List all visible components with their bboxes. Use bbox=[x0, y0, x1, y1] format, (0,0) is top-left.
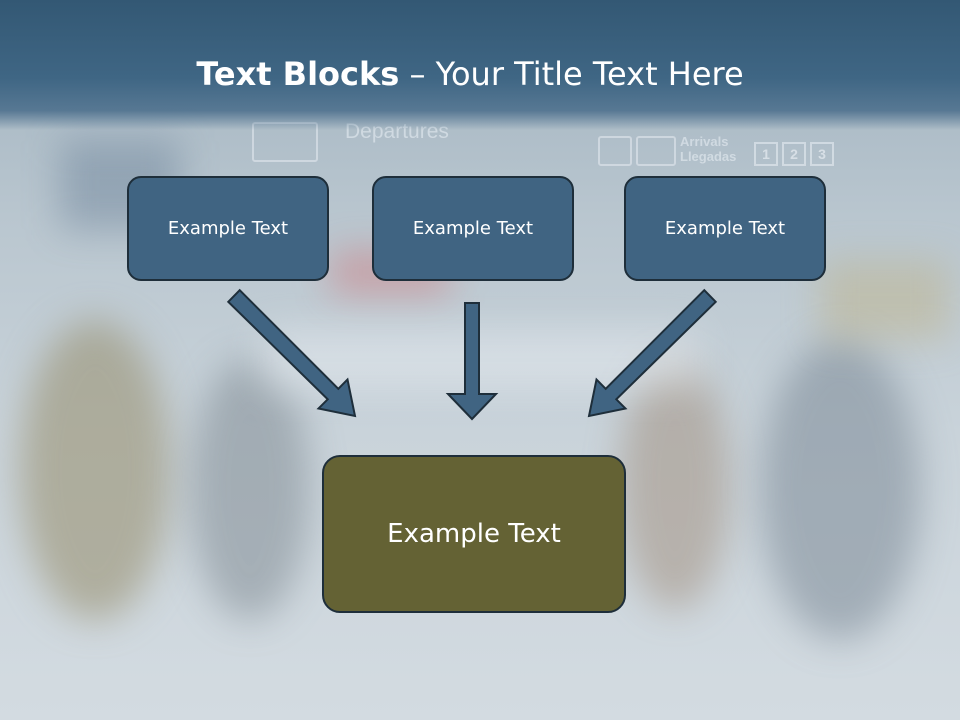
arrow-right-diagonal[interactable] bbox=[587, 288, 718, 418]
title-bold: Text Blocks bbox=[196, 55, 400, 93]
result-text-block[interactable]: Example Text bbox=[322, 455, 626, 613]
text-block-2[interactable]: Example Text bbox=[372, 176, 574, 281]
background-figure bbox=[20, 320, 170, 620]
text-block-label: Example Text bbox=[412, 218, 534, 239]
gate-sign: 2 bbox=[782, 142, 806, 166]
title-rest: – Your Title Text Here bbox=[399, 55, 744, 93]
background-figure bbox=[760, 340, 920, 640]
arrivals-sign-text: Arrivals bbox=[680, 134, 729, 149]
arrow-sign-icon bbox=[598, 136, 632, 166]
title-bar: Text Blocks – Your Title Text Here bbox=[0, 0, 960, 130]
background-figure bbox=[190, 360, 310, 620]
text-block-3[interactable]: Example Text bbox=[624, 176, 826, 281]
gate-sign: 1 bbox=[754, 142, 778, 166]
arrow-left-diagonal[interactable] bbox=[226, 288, 357, 418]
airplane-sign-icon bbox=[636, 136, 676, 166]
arrivals-sign: Arrivals Llegadas bbox=[680, 134, 736, 164]
llegadas-sign-text: Llegadas bbox=[680, 149, 737, 164]
background-light bbox=[820, 260, 950, 340]
result-block-label: Example Text bbox=[387, 519, 561, 549]
text-block-label: Example Text bbox=[664, 218, 786, 239]
gate-sign: 3 bbox=[810, 142, 834, 166]
text-block-1[interactable]: Example Text bbox=[127, 176, 329, 281]
background-figure bbox=[620, 360, 730, 610]
text-block-label: Example Text bbox=[167, 218, 289, 239]
slide-title[interactable]: Text Blocks – Your Title Text Here bbox=[0, 54, 940, 94]
arrow-center-down[interactable] bbox=[445, 302, 499, 421]
